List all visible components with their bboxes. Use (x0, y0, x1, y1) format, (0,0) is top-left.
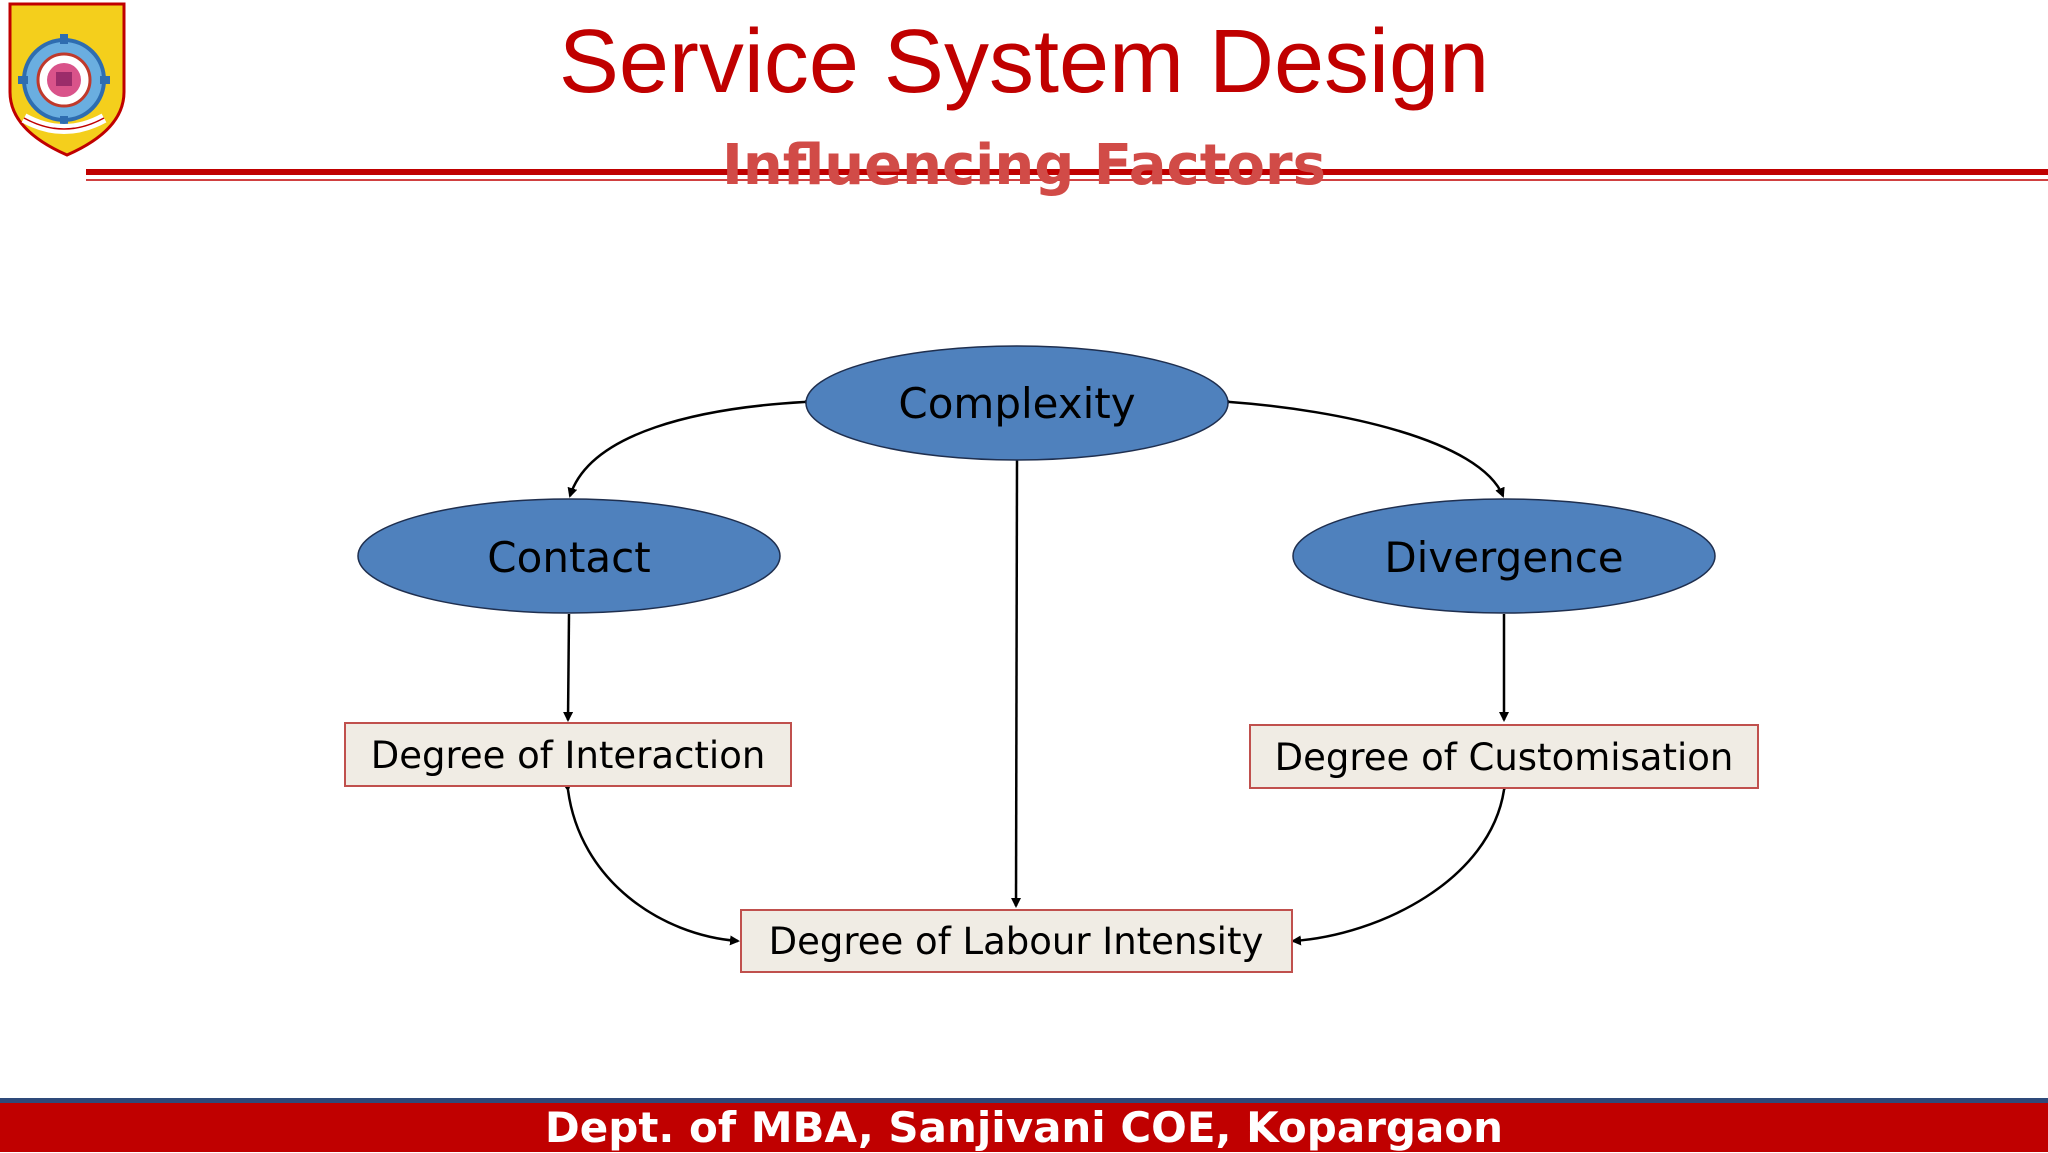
node-complexity-label: Complexity (898, 379, 1135, 428)
institution-crest-icon (8, 2, 126, 157)
slide-title: Service System Design (558, 12, 1490, 112)
node-labour-label: Degree of Labour Intensity (769, 920, 1264, 963)
node-customisation-label: Degree of Customisation (1275, 736, 1734, 779)
node-contact-label: Contact (487, 533, 650, 582)
node-complexity: Complexity (805, 345, 1229, 461)
node-interaction-label: Degree of Interaction (371, 734, 766, 777)
arrow-complexity-contact (567, 396, 813, 498)
arrow-contact-interaction (563, 613, 574, 722)
footer-text: Dept. of MBA, Sanjivani COE, Kopargaon (544, 1103, 1504, 1152)
node-divergence-label: Divergence (1384, 533, 1623, 582)
node-contact: Contact (357, 498, 781, 614)
node-degree-of-customisation: Degree of Customisation (1249, 724, 1759, 789)
arrow-interaction-labour (561, 781, 740, 946)
title-divider (86, 169, 2048, 175)
node-degree-of-interaction: Degree of Interaction (344, 722, 792, 787)
arrow-customisation-labour (1291, 781, 1511, 946)
influencing-factors-diagram: Complexity Contact Divergence Degree of … (344, 345, 1759, 973)
institution-logo (2, 0, 132, 158)
title-divider-thin (86, 179, 2048, 181)
node-degree-of-labour-intensity: Degree of Labour Intensity (740, 909, 1293, 973)
node-divergence: Divergence (1292, 498, 1716, 614)
arrow-complexity-divergence (1221, 396, 1505, 498)
arrow-complexity-labour (1011, 459, 1022, 908)
slide-subtitle: Influencing Factors (722, 133, 1326, 198)
slide-footer: Dept. of MBA, Sanjivani COE, Kopargaon (0, 1098, 2048, 1152)
